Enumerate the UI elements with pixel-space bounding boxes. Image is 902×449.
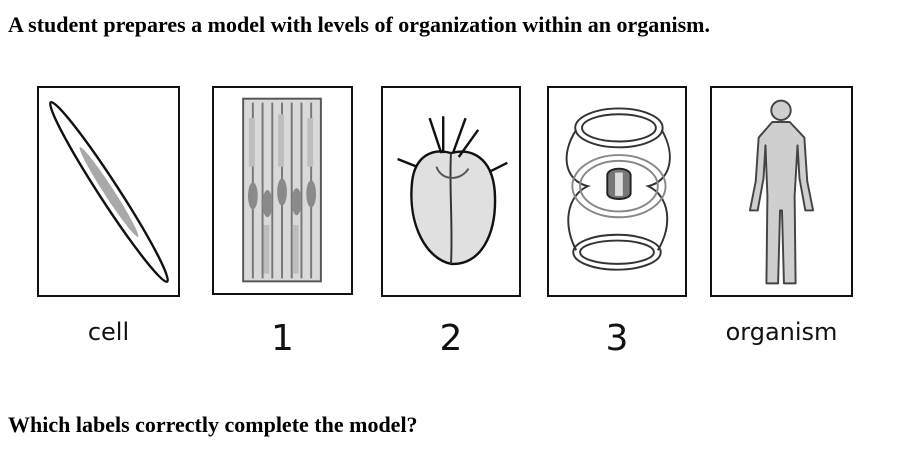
heart-image: [397, 116, 508, 266]
level-3-panel: [547, 86, 687, 297]
level-label-1: 1: [271, 318, 294, 359]
circulatory-system-image: [565, 107, 671, 271]
level-2-panel: [381, 86, 521, 297]
muscle-cell-image: [48, 100, 170, 284]
level-1-panel: [212, 86, 353, 295]
level-label-2: 2: [439, 318, 463, 359]
human-body-image: [748, 99, 815, 285]
muscle-tissue-image: [242, 97, 322, 283]
question-prompt: Which labels correctly complete the mode…: [8, 412, 418, 437]
question-intro: A student prepares a model with levels o…: [8, 12, 710, 37]
organism-panel: [710, 86, 853, 297]
level-label-cell: cell: [87, 318, 130, 346]
level-label-3: 3: [605, 318, 629, 359]
cell-panel: [37, 86, 180, 297]
level-label-organism: organism: [725, 318, 838, 346]
